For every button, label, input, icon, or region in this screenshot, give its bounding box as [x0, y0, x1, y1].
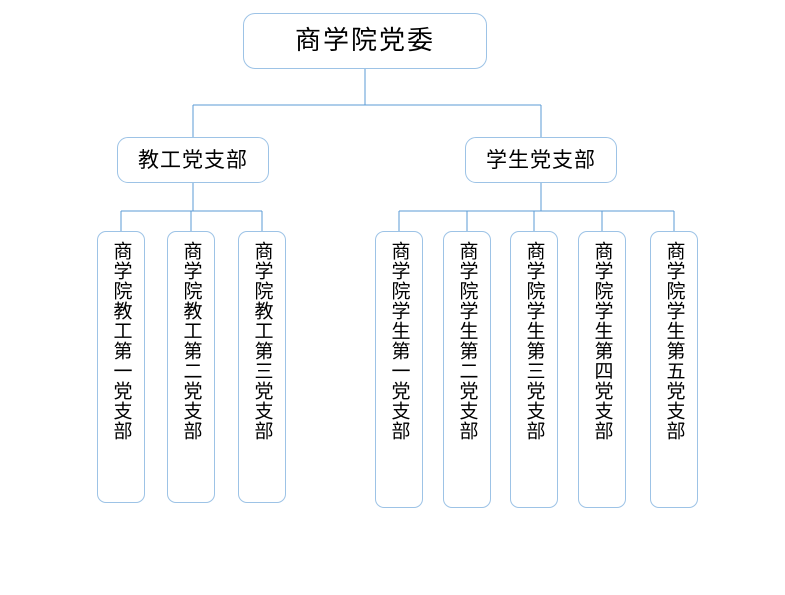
node-leaf-student-5[interactable]: 商学院学生第五党支部: [650, 231, 698, 508]
node-leaf-student-3[interactable]: 商学院学生第三党支部: [510, 231, 558, 508]
node-root-party-committee[interactable]: 商学院党委: [243, 13, 487, 69]
node-branch-student[interactable]: 学生党支部: [465, 137, 617, 183]
node-branch-staff[interactable]: 教工党支部: [117, 137, 269, 183]
node-leaf-staff-1-label: 商学院教工第一党支部: [110, 241, 132, 441]
node-branch-student-label: 学生党支部: [486, 147, 596, 172]
node-leaf-staff-2[interactable]: 商学院教工第二党支部: [167, 231, 215, 503]
node-leaf-staff-3[interactable]: 商学院教工第三党支部: [238, 231, 286, 503]
node-leaf-staff-3-label: 商学院教工第三党支部: [251, 241, 273, 441]
node-leaf-student-4-label: 商学院学生第四党支部: [591, 241, 613, 441]
node-leaf-student-2-label: 商学院学生第二党支部: [456, 241, 478, 441]
node-leaf-staff-1[interactable]: 商学院教工第一党支部: [97, 231, 145, 503]
node-leaf-student-1-label: 商学院学生第一党支部: [388, 241, 410, 441]
node-branch-staff-label: 教工党支部: [138, 147, 248, 172]
node-leaf-student-3-label: 商学院学生第三党支部: [523, 241, 545, 441]
node-root-label: 商学院党委: [294, 26, 435, 55]
node-leaf-student-4[interactable]: 商学院学生第四党支部: [578, 231, 626, 508]
node-leaf-student-1[interactable]: 商学院学生第一党支部: [375, 231, 423, 508]
node-leaf-student-2[interactable]: 商学院学生第二党支部: [443, 231, 491, 508]
node-leaf-student-5-label: 商学院学生第五党支部: [663, 241, 685, 441]
node-leaf-staff-2-label: 商学院教工第二党支部: [180, 241, 202, 441]
